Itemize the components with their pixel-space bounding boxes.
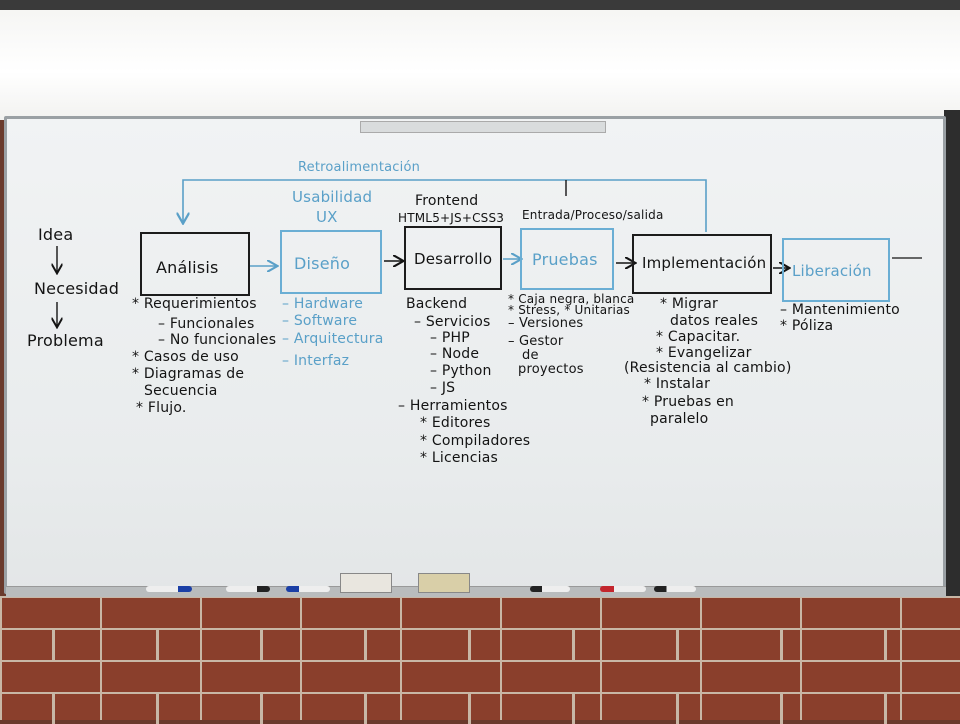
marker-blue[interactable] bbox=[146, 586, 192, 592]
marker-blue[interactable] bbox=[286, 586, 330, 592]
feedback-label: Retroalimentación bbox=[298, 160, 421, 175]
marker-black[interactable] bbox=[226, 586, 270, 592]
desarrollo-note: * Compiladores bbox=[420, 433, 531, 449]
implementacion-note: * Evangelizar bbox=[656, 345, 752, 361]
analisis-note: * Requerimientos bbox=[132, 296, 257, 312]
chain-problema: Problema bbox=[27, 331, 104, 350]
analisis-note: – Funcionales bbox=[158, 316, 255, 332]
analisis-note: Secuencia bbox=[144, 383, 218, 399]
analisis-note: * Diagramas de bbox=[132, 366, 245, 382]
board-brand-label bbox=[360, 121, 606, 133]
stage-pruebas-label: Pruebas bbox=[532, 250, 598, 269]
diseno-note: – Arquitectura bbox=[282, 331, 384, 347]
implementacion-note: * Instalar bbox=[644, 376, 711, 392]
stage-diseno-label: Diseño bbox=[294, 254, 351, 273]
stage-analisis-box: Análisis bbox=[140, 232, 250, 296]
marker-tray bbox=[6, 586, 946, 597]
stage-implementacion-label: Implementación bbox=[642, 254, 767, 272]
desarrollo-note: – Herramientos bbox=[398, 398, 508, 414]
pruebas-note: proyectos bbox=[518, 362, 584, 377]
desarrollo-note: * Editores bbox=[420, 415, 491, 431]
stage-implementacion-box: Implementación bbox=[632, 234, 772, 294]
desarrollo-note: – Servicios bbox=[414, 314, 491, 330]
liberacion-note: * Póliza bbox=[780, 318, 834, 334]
pruebas-note: de bbox=[522, 348, 539, 363]
marker-black[interactable] bbox=[654, 586, 696, 592]
implementacion-note: paralelo bbox=[650, 411, 709, 427]
desarrollo-note: Backend bbox=[406, 296, 468, 312]
implementacion-note: datos reales bbox=[670, 313, 759, 329]
desarrollo-note: – Python bbox=[430, 363, 492, 379]
stage-pruebas-box: Pruebas bbox=[520, 228, 614, 290]
brick-wall bbox=[0, 596, 960, 724]
wall-top bbox=[0, 0, 960, 120]
diseno-above-2: UX bbox=[316, 208, 338, 226]
chain-idea: Idea bbox=[38, 225, 74, 244]
diseno-note: – Interfaz bbox=[282, 353, 350, 369]
diseno-note: – Hardware bbox=[282, 296, 364, 312]
ceiling-frame bbox=[0, 0, 960, 10]
stage-diseno-box: Diseño bbox=[280, 230, 382, 294]
stage-desarrollo-label: Desarrollo bbox=[414, 250, 493, 268]
pruebas-note: * Caja negra, blanca bbox=[508, 292, 635, 306]
stage-liberacion-box: Liberación bbox=[782, 238, 890, 302]
pruebas-note: – Versiones bbox=[508, 316, 584, 331]
implementacion-note: (Resistencia al cambio) bbox=[624, 360, 792, 376]
desarrollo-note: – Node bbox=[430, 346, 480, 362]
desarrollo-note: – PHP bbox=[430, 330, 470, 346]
desarrollo-note: – JS bbox=[430, 380, 456, 396]
eraser[interactable] bbox=[340, 573, 392, 593]
marker-red[interactable] bbox=[600, 586, 646, 592]
board-frame-right bbox=[944, 110, 960, 600]
desarrollo-note: * Licencias bbox=[420, 450, 498, 466]
implementacion-note: * Pruebas en bbox=[642, 394, 734, 410]
diseno-above-1: Usabilidad bbox=[292, 188, 373, 206]
pruebas-above: Entrada/Proceso/salida bbox=[522, 208, 664, 222]
chain-necesidad: Necesidad bbox=[34, 279, 120, 298]
analisis-note: * Flujo. bbox=[136, 400, 187, 416]
marker-black[interactable] bbox=[530, 586, 570, 592]
eraser[interactable] bbox=[418, 573, 470, 593]
liberacion-note: – Mantenimiento bbox=[780, 302, 900, 318]
stage-desarrollo-box: Desarrollo bbox=[404, 226, 502, 290]
desarrollo-above-1: Frontend bbox=[415, 193, 479, 209]
pruebas-note: – Gestor bbox=[508, 334, 564, 349]
implementacion-note: * Capacitar. bbox=[656, 329, 741, 345]
stage-analisis-label: Análisis bbox=[156, 258, 219, 277]
analisis-note: – No funcionales bbox=[158, 332, 277, 348]
stage-liberacion-label: Liberación bbox=[792, 262, 872, 280]
pruebas-note: * Stress, * Unitarias bbox=[508, 303, 630, 317]
diseno-note: – Software bbox=[282, 313, 358, 329]
analisis-note: * Casos de uso bbox=[132, 349, 239, 365]
desarrollo-above-2: HTML5+JS+CSS3 bbox=[398, 211, 505, 225]
implementacion-note: * Migrar bbox=[660, 296, 718, 312]
